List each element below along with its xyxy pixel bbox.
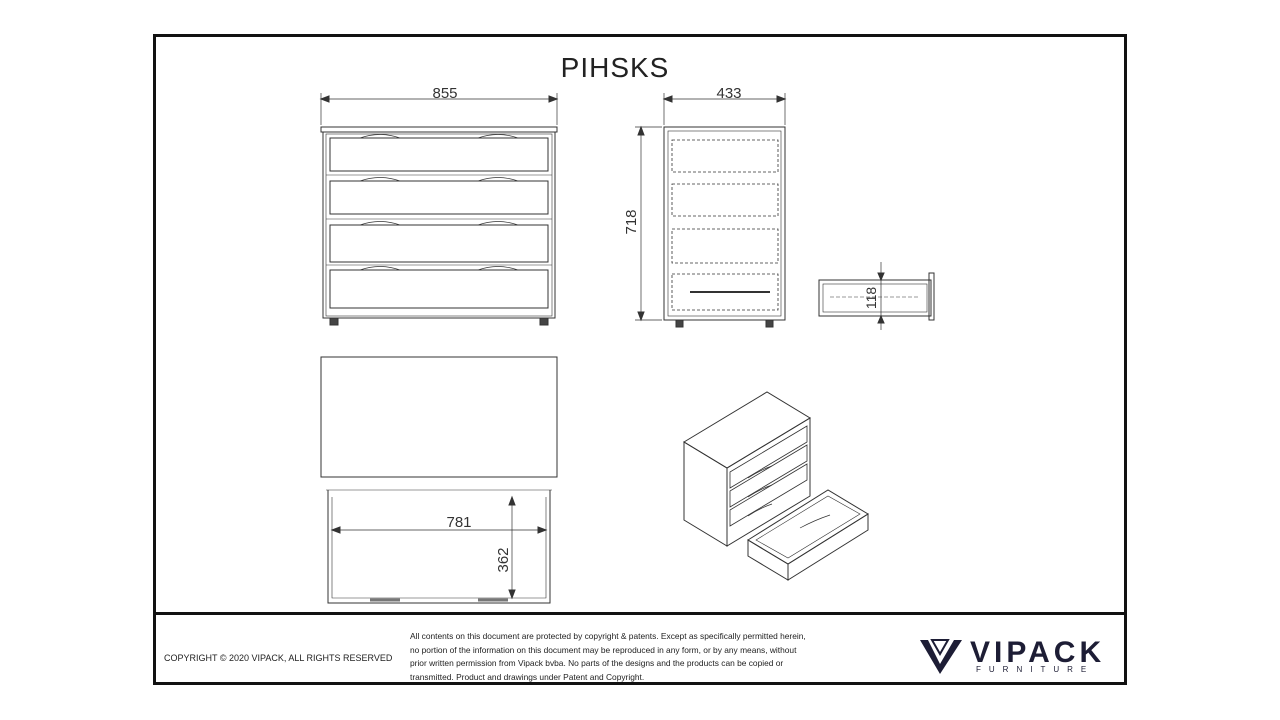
height-dimension xyxy=(635,125,662,322)
drawer-height-label: 118 xyxy=(863,287,879,310)
legal-line: transmitted. Product and drawings under … xyxy=(410,671,645,682)
front-width-dimension xyxy=(319,93,559,125)
logo-subtitle: FURNITURE xyxy=(976,665,1095,674)
front-view xyxy=(320,126,558,326)
legal-line: All contents on this document are protec… xyxy=(410,631,806,641)
front-width-label: 855 xyxy=(432,85,457,102)
vipack-emblem-icon xyxy=(920,639,962,674)
side-depth-label: 433 xyxy=(716,85,741,102)
side-view xyxy=(663,126,786,328)
isometric-view xyxy=(683,391,869,581)
drawer-depth-label: 362 xyxy=(495,547,512,572)
legal-notice: All contents on this document are protec… xyxy=(410,630,850,684)
logo-wordmark: VIPACK xyxy=(970,636,1106,669)
drawer-section-view xyxy=(818,262,935,330)
footer-divider xyxy=(153,612,1127,615)
vipack-logo: VIPACK FURNITURE xyxy=(918,636,1108,678)
drawing-title: PIHSKS xyxy=(560,52,670,83)
drawer-top-view xyxy=(326,489,552,604)
side-depth-dimension xyxy=(662,93,787,125)
drawer-width-label: 781 xyxy=(446,514,471,531)
legal-line: prior written permission from Vipack bvb… xyxy=(410,658,784,669)
drawing-sheet-frame xyxy=(153,34,1127,685)
legal-line: no portion of the information on this do… xyxy=(410,644,797,655)
height-label: 718 xyxy=(623,209,640,234)
copyright-notice: COPYRIGHT © 2020 VIPACK, ALL RIGHTS RESE… xyxy=(164,653,393,663)
top-view xyxy=(320,356,558,478)
